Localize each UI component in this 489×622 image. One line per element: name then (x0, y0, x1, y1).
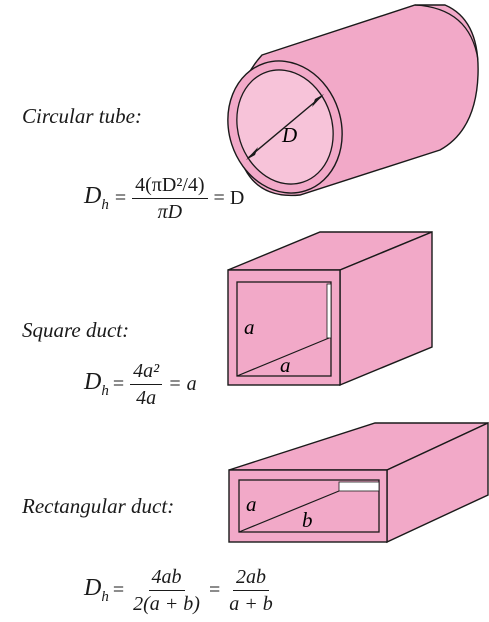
square-eq-lhs: Dh (84, 369, 109, 399)
square-bottom-label: a (280, 353, 291, 377)
rect-eq-denominator-2: a + b (229, 593, 273, 615)
square-duct-opening (236, 281, 332, 377)
square-duct-label: Square duct: (22, 318, 130, 342)
circular-eq-rhs: = D (213, 187, 245, 209)
rect-eq-fraction-2: 2ab a + b (226, 566, 276, 615)
square-eq-rhs: = a (168, 373, 197, 395)
circular-tube-label: Circular tube: (22, 104, 142, 128)
square-eq-fraction: 4a² 4a (130, 360, 163, 409)
rect-duct-slit (338, 481, 380, 492)
diameter-arrow (247, 95, 323, 159)
rect-eq-denominator-1: 2(a + b) (133, 593, 200, 615)
circular-eq-denominator: πD (157, 201, 183, 223)
rect-eq-fraction-1: 4ab 2(a + b) (130, 566, 203, 615)
diameter-arrowhead-end (312, 94, 324, 107)
diameter-arrowhead-start (246, 147, 258, 160)
circular-eq-fraction: 4(πD²/4) πD (132, 174, 208, 223)
circular-hydraulic-diameter-equation: Dh = 4(πD²/4) πD = D (84, 174, 245, 223)
rect-hydraulic-diameter-equation: Dh = 4ab 2(a + b) = 2ab a + b (84, 566, 282, 615)
circular-eq-lhs: Dh (84, 183, 109, 213)
rect-eq-mid: = (208, 579, 221, 601)
square-hydraulic-diameter-equation: Dh = 4a² 4a = a (84, 360, 197, 409)
square-eq-numerator: 4a² (130, 360, 163, 385)
rect-eq-lhs: Dh (84, 575, 109, 605)
rectangular-duct-label: Rectangular duct: (22, 494, 175, 518)
square-duct-slit (326, 283, 332, 339)
square-duct-inner-edge (236, 337, 330, 377)
rect-duct-inner-edge (238, 490, 340, 533)
circular-eq-numerator: 4(πD²/4) (132, 174, 208, 199)
square-side-label: a (244, 315, 255, 339)
square-eq-denominator: 4a (136, 387, 157, 409)
diameter-label: D (281, 123, 297, 147)
rect-eq-numerator-1: 4ab (148, 566, 185, 591)
rect-width-label: b (302, 508, 313, 532)
rect-eq-numerator-2: 2ab (232, 566, 269, 591)
tube-far-rim (414, 4, 479, 61)
rect-height-label: a (246, 492, 257, 516)
